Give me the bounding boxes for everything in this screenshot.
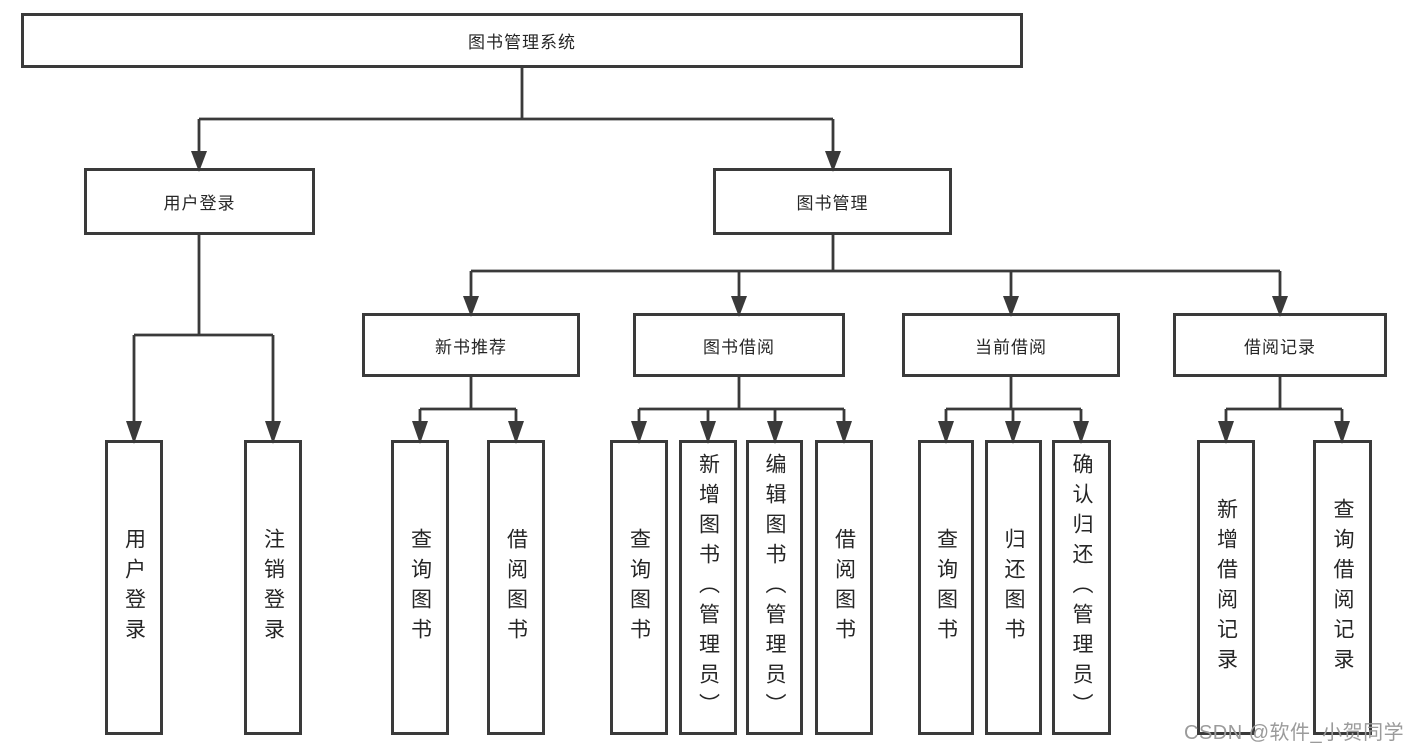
leaf-add-borrow-record: 新增借阅记录 — [1197, 440, 1255, 735]
leaf-borrow-books-newrec: 借阅图书 — [487, 440, 545, 735]
leaf-add-books-admin: 新增图书（管理员） — [679, 440, 737, 735]
leaf-return-books: 归还图书 — [985, 440, 1042, 735]
leaf-borrow-books-borrow: 借阅图书 — [815, 440, 873, 735]
leaf-query-books-current: 查询图书 — [918, 440, 974, 735]
leaf-query-books-borrow: 查询图书 — [610, 440, 668, 735]
leaf-user-login: 用户登录 — [105, 440, 163, 735]
node-new-book-recommend: 新书推荐 — [362, 313, 580, 377]
leaf-edit-books-admin: 编辑图书（管理员） — [746, 440, 803, 735]
leaf-confirm-return-admin: 确认归还（管理员） — [1052, 440, 1111, 735]
node-root: 图书管理系统 — [21, 13, 1023, 68]
node-book-management: 图书管理 — [713, 168, 952, 235]
leaf-query-borrow-record: 查询借阅记录 — [1313, 440, 1372, 735]
node-borrow-records: 借阅记录 — [1173, 313, 1387, 377]
csdn-watermark: CSDN @软件_小贺同学 — [1184, 722, 1405, 744]
node-current-borrow: 当前借阅 — [902, 313, 1120, 377]
node-user-login: 用户登录 — [84, 168, 315, 235]
leaf-logout: 注销登录 — [244, 440, 302, 735]
leaf-query-books-newrec: 查询图书 — [391, 440, 449, 735]
node-book-borrow: 图书借阅 — [633, 313, 845, 377]
